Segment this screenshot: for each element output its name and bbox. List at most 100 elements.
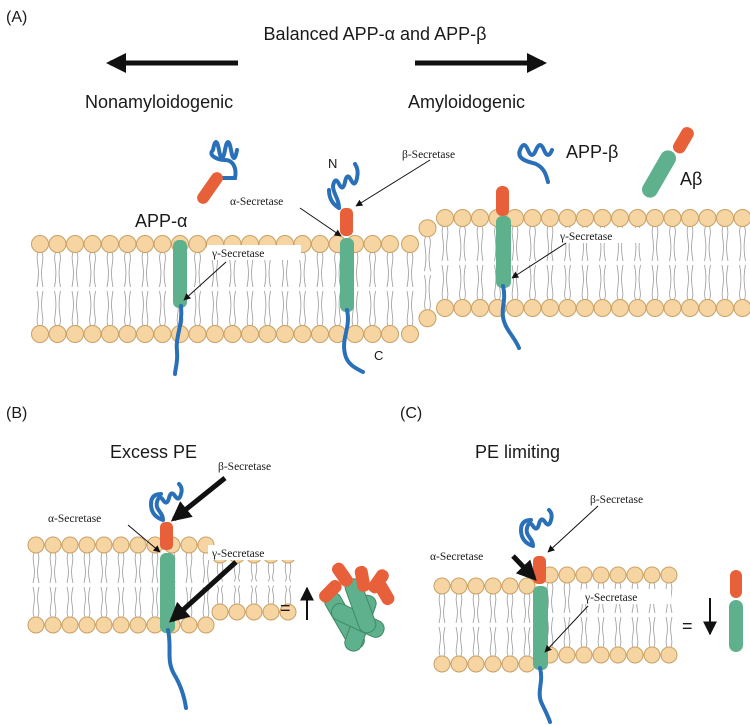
lipid-head [593, 209, 612, 227]
c-intracellular-tail [537, 666, 552, 724]
left-transmembrane [173, 240, 187, 308]
app-alpha-fragment [197, 172, 223, 204]
b-beta-secretase-label: β-Secretase [218, 461, 271, 473]
lipid-head [241, 325, 259, 343]
b-app-ectodomain [148, 482, 184, 522]
lipid-head [78, 616, 96, 634]
lipid-head [95, 616, 113, 634]
gamma-secretase-left-arrow [183, 261, 227, 301]
lipid-head [188, 325, 207, 343]
lipid-head [575, 646, 593, 664]
lipid-head [733, 299, 750, 317]
lipid-head [660, 646, 678, 664]
lipid-head [180, 616, 198, 634]
lipid-head [66, 325, 84, 343]
c-alpha-secretase-label: α-Secretase [430, 551, 483, 563]
lipid-head [48, 235, 67, 253]
c-abeta-orange [730, 570, 742, 598]
lipid-head [523, 209, 542, 227]
lipid-head [609, 646, 627, 664]
lipid-head [188, 235, 207, 253]
abeta-fragment-orange [673, 127, 694, 154]
lipid-head [660, 566, 678, 584]
lipid-head [484, 655, 502, 673]
lipid-head [83, 325, 102, 343]
lipid-head [180, 536, 198, 554]
lipid-head [129, 536, 147, 554]
abeta-fragment-green [642, 150, 676, 198]
lipid-head [381, 235, 399, 253]
beta-secretase-arrow [355, 159, 431, 207]
lipid-head [626, 566, 644, 584]
panel-a-heading: Balanced APP-α and APP-β [264, 24, 487, 44]
app-beta-label: APP-β [566, 142, 618, 162]
lipid-head [611, 299, 629, 317]
lipid-head [78, 536, 96, 554]
left-intracellular-tail [173, 304, 184, 376]
membrane-c-right [541, 566, 678, 664]
c-beta-secretase-arrow [547, 505, 599, 553]
gamma-label-bg-left [207, 245, 301, 260]
c-gamma-secretase-arrow [544, 605, 589, 653]
lipid-head [471, 209, 489, 227]
lipid-head [541, 209, 559, 227]
lipid-head [276, 325, 294, 343]
lipid-head [575, 566, 593, 584]
lipid-head [44, 616, 62, 634]
lipid-head [401, 325, 419, 343]
c-terminus-label: C [374, 348, 383, 363]
b-intracellular-tail [166, 628, 188, 710]
panel-c: (C) PE limiting β-Secretase α-Secretase … [400, 405, 743, 724]
c-cleavage-site [533, 556, 546, 584]
c-abeta-green [729, 600, 743, 652]
c-beta-secretase-label: β-Secretase [590, 494, 643, 506]
c-gamma-secretase-label: γ-Secretase [584, 592, 637, 604]
lipid-head [733, 209, 750, 227]
middle-intracellular-tail [342, 308, 365, 374]
gamma-secretase-right-label: γ-Secretase [559, 231, 612, 243]
app-beta-squiggle [517, 143, 554, 184]
lipid-head [61, 536, 79, 554]
b-gamma-label-bg [208, 545, 298, 560]
lipid-head [453, 299, 472, 317]
membrane-a-left [31, 235, 399, 343]
lipid-head [153, 325, 172, 343]
lipid-head [311, 235, 329, 253]
panel-b-label: (B) [6, 405, 27, 422]
right-intracellular-tail [500, 284, 521, 350]
lipid-head [436, 299, 454, 317]
b-beta-secretase-arrow [170, 476, 227, 522]
c-gamma-label-bg [581, 589, 671, 604]
lipid-head [593, 299, 612, 317]
gamma-secretase-left-label: γ-Secretase [211, 248, 264, 260]
lipid-head [592, 646, 610, 664]
n-terminus-label: N [328, 156, 337, 171]
lipid-head [663, 299, 682, 317]
lipid-head [262, 603, 280, 621]
lipid-head [663, 209, 682, 227]
panel-c-heading: PE limiting [475, 442, 560, 462]
b-gamma-secretase-arrow [169, 560, 238, 623]
panel-c-label: (C) [400, 405, 422, 422]
lipid-head [698, 209, 717, 227]
lipid-head [558, 566, 576, 584]
nonamyloidogenic-label: Nonamyloidogenic [85, 92, 233, 112]
lipid-head [592, 566, 610, 584]
lipid-head [576, 209, 594, 227]
panel-a: (A) Balanced APP-α and APP-β Nonamyloido… [6, 9, 702, 376]
lipid-head [112, 616, 130, 634]
middle-cleavage-site [340, 208, 353, 236]
lipid-head [698, 299, 717, 317]
lipid-head [518, 577, 536, 595]
lipid-head [453, 209, 472, 227]
lipid-head [31, 235, 49, 253]
b-cleavage-site [160, 522, 173, 550]
lipid-head [467, 655, 485, 673]
lipid-head [211, 603, 229, 621]
lipid-head [681, 209, 699, 227]
lipid-head [628, 299, 647, 317]
lipid-head [31, 325, 49, 343]
lipid-head [197, 616, 215, 634]
lipid-head [129, 616, 147, 634]
lipid-head [558, 299, 577, 317]
